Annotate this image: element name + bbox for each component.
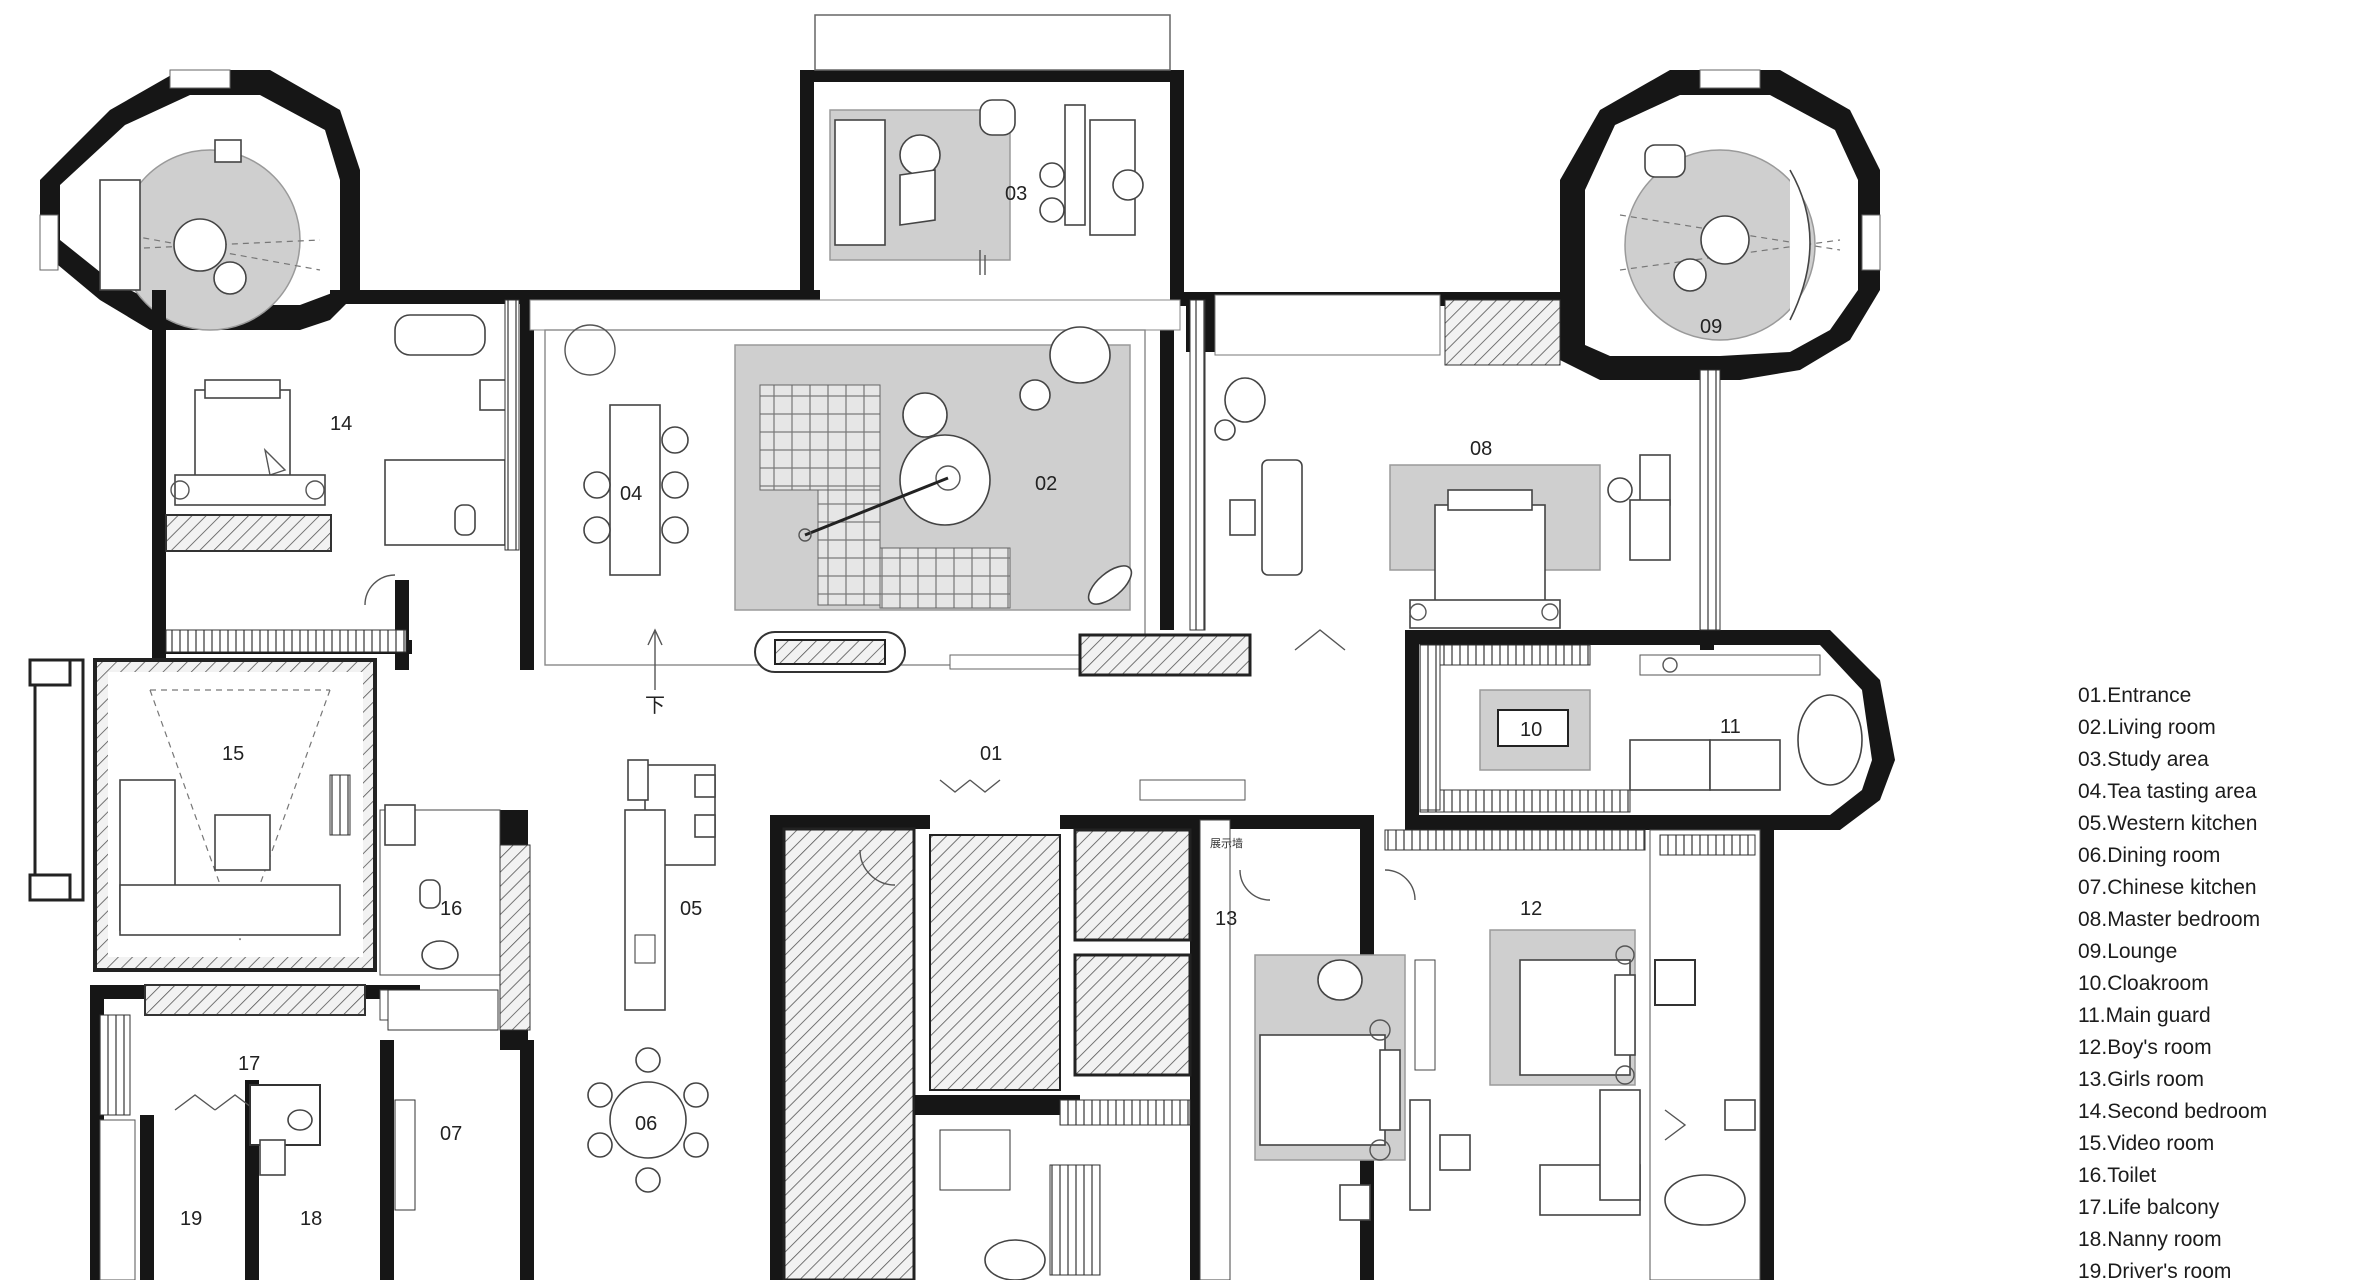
room-05-06: [587, 759, 1246, 1193]
room-03-furniture: [814, 14, 1171, 275]
legend-item: 12.Boy's room: [2078, 1036, 2212, 1059]
room-08-master: [1189, 294, 1721, 651]
room-label-04: 04: [620, 483, 642, 505]
legend-item: 13.Girls room: [2078, 1068, 2205, 1091]
room-label-07: 07: [440, 1123, 462, 1145]
room-12-bath: [1649, 829, 1761, 1280]
legend-item: 01.Entrance: [2078, 684, 2192, 707]
legend-item: 15.Video room: [2078, 1132, 2215, 1155]
room-label-13: 13: [1215, 908, 1237, 930]
room-label-03: 03: [1005, 183, 1027, 205]
left-octagon-tower: [39, 69, 360, 331]
room-07-kitchen: [387, 989, 499, 1211]
room-labels: 01 02 03 04 05 06 07 08 09 10 11 12 13 1…: [180, 183, 1741, 1230]
legend-item: 16.Toilet: [2078, 1164, 2157, 1187]
room-02-living: [529, 255, 1252, 690]
room-label-15: 15: [222, 743, 244, 765]
room-12-boys: [1384, 829, 1646, 1216]
legend-item: 03.Study area: [2078, 748, 2209, 771]
stair-core: [782, 779, 1192, 1280]
legend-item: 17.Life balcony: [2078, 1196, 2220, 1219]
room-label-16: 16: [440, 898, 462, 920]
legend-item: 05.Western kitchen: [2078, 812, 2258, 835]
room-16-toilet: [379, 804, 531, 1031]
legend-item: 10.Cloakroom: [2078, 972, 2209, 995]
legend-item: 07.Chinese kitchen: [2078, 876, 2257, 899]
legend-item: 06.Dining room: [2078, 844, 2221, 867]
legend-item: 19.Driver's room: [2078, 1260, 2232, 1283]
room-label-14: 14: [330, 413, 352, 435]
room-label-09: 09: [1700, 316, 1722, 338]
room-label-18: 18: [300, 1208, 322, 1230]
legend-item: 02.Living room: [2078, 716, 2216, 739]
legend-item: 14.Second bedroom: [2078, 1100, 2268, 1123]
room-label-01: 01: [980, 743, 1002, 765]
room-label-19: 19: [180, 1208, 202, 1230]
room-label-06: 06: [635, 1113, 657, 1135]
room-15-video: [28, 658, 377, 972]
legend-item: 18.Nanny room: [2078, 1228, 2222, 1251]
legend-item: 09.Lounge: [2078, 940, 2178, 963]
stair-down-mark: 下: [645, 695, 665, 717]
room-label-12: 12: [1520, 898, 1542, 920]
room-label-05: 05: [680, 898, 702, 920]
room-13-girls: [1199, 819, 1406, 1280]
room-label-17: 17: [238, 1053, 260, 1075]
room-label-11: 11: [1720, 716, 1741, 738]
room-label-08: 08: [1470, 438, 1492, 460]
room-10-11: [1419, 644, 1863, 813]
legend-item: 11.Main guard: [2078, 1004, 2211, 1027]
right-octagon-tower: [1560, 69, 1881, 380]
legend-item: 04.Tea tasting area: [2078, 780, 2257, 803]
display-wall-mark: 展示墙: [1210, 836, 1243, 850]
room-label-02: 02: [1035, 473, 1057, 495]
room-legend: 01.Entrance 02.Living room 03.Study area…: [2078, 680, 2368, 1288]
room-label-10: 10: [1520, 719, 1542, 741]
room-14-furniture: [165, 299, 520, 653]
legend-item: 08.Master bedroom: [2078, 908, 2261, 931]
